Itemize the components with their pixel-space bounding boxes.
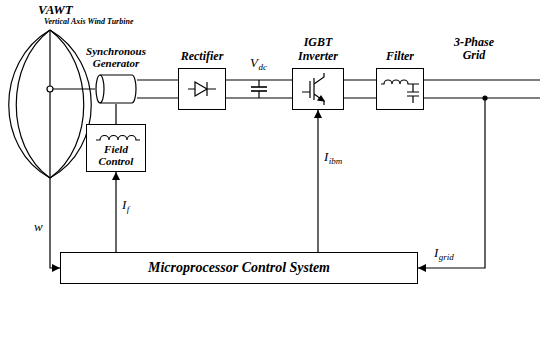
component-name: Filter [370, 50, 430, 64]
filter-box: Filter [370, 50, 430, 110]
turbine-shaft [50, 88, 95, 89]
current-subscript: f [127, 205, 130, 215]
field-control-box: Field Control [86, 124, 146, 172]
generator-symbol [95, 74, 137, 104]
control-signal [317, 110, 318, 252]
turbine-label: VAWT [38, 3, 73, 17]
power-wire [226, 80, 292, 98]
turbine-hub [47, 86, 53, 92]
symbol-frame [95, 74, 137, 104]
voltage-symbol: V [250, 56, 258, 70]
grid-wire [424, 79, 540, 80]
turbine-caption: Vertical Axis Wind Turbine [44, 18, 133, 27]
controller-box: Microprocessor Control System [60, 252, 418, 284]
synchronous-generator: Synchronous Generator [78, 45, 154, 104]
turbine-blade [50, 30, 84, 178]
speed-signal-line [50, 30, 60, 268]
control-signal [115, 172, 116, 252]
component-name: IGBT Inverter [290, 36, 346, 64]
igbt-symbol [292, 68, 344, 110]
component-name: Rectifier [167, 50, 237, 64]
speed-symbol: w [34, 220, 43, 234]
power-wire [344, 80, 376, 98]
power-wire [115, 104, 116, 124]
box-outline: Microprocessor Control System [60, 252, 418, 284]
grid-wire [424, 97, 540, 98]
box-label: Field Control [87, 143, 145, 167]
rectifier-box: Rectifier [167, 50, 237, 110]
box-label: Microprocessor Control System [145, 260, 333, 275]
current-symbol: I [324, 150, 328, 164]
current-symbol: I [122, 198, 126, 212]
junction-dot [483, 96, 487, 100]
diode-symbol [178, 68, 226, 110]
coil-symbol [90, 129, 142, 143]
filter-symbol [376, 68, 424, 110]
current-subscript: grid [439, 253, 454, 263]
turbine-blade [16, 30, 50, 178]
component-name: Synchronous Generator [78, 45, 154, 70]
box-outline [292, 68, 344, 110]
turbine-blade [9, 30, 50, 178]
voltage-subscript: dc [258, 63, 267, 73]
box-outline: Field Control [86, 124, 146, 172]
current-symbol: I [434, 246, 438, 260]
power-wire [137, 80, 178, 98]
box-outline [376, 68, 424, 110]
dc-link-capacitor [251, 80, 267, 98]
current-subscript: ibm [329, 157, 343, 167]
inverter-box: IGBT Inverter [290, 36, 346, 110]
box-outline [178, 68, 226, 110]
grid-label: 3-Phase Grid [446, 36, 502, 62]
grid-current-line [418, 98, 485, 268]
